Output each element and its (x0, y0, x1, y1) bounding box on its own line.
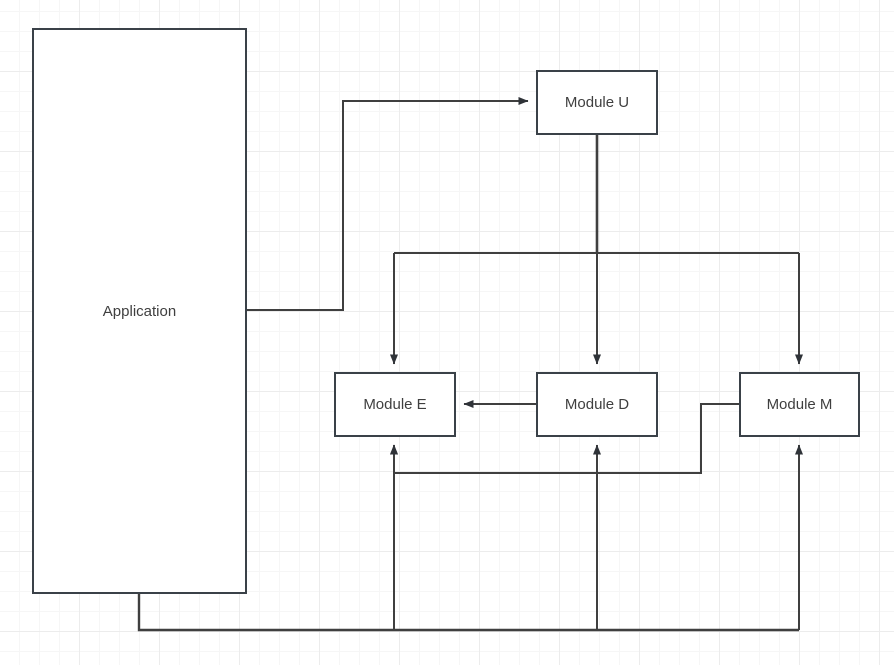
node-module-u[interactable]: Module U (536, 70, 658, 135)
node-module-m-label: Module M (766, 396, 833, 413)
node-application[interactable]: Application (32, 28, 247, 594)
node-module-m[interactable]: Module M (739, 372, 860, 437)
edge-application-return-bus (137, 593, 799, 632)
node-module-e-label: Module E (363, 396, 427, 413)
node-module-d-label: Module D (564, 396, 630, 413)
node-module-u-label: Module U (564, 94, 630, 111)
edge-application-to-module-u (247, 97, 529, 311)
node-module-d[interactable]: Module D (536, 372, 658, 437)
node-module-e[interactable]: Module E (334, 372, 456, 437)
node-application-label: Application (102, 302, 177, 320)
